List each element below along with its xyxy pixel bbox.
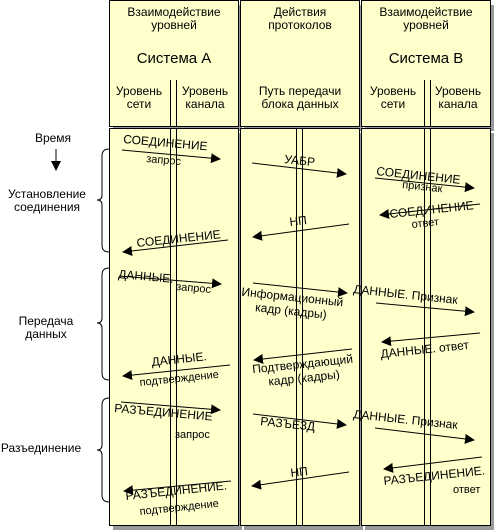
- arrow-a3: [118, 275, 222, 289]
- text-line: блока данных: [261, 97, 338, 111]
- arrow-b5: [374, 427, 475, 444]
- arrow-b2: [379, 203, 481, 219]
- label-a1-sub: запрос: [146, 153, 182, 168]
- arrow-a1: [121, 149, 221, 164]
- text-line: Уровень: [182, 84, 228, 98]
- label-a3-sub: запрос: [176, 281, 212, 296]
- arrow-m2: [252, 223, 350, 241]
- arrow-a6: [123, 480, 232, 496]
- column-panels: [109, 0, 491, 526]
- label-m1: УАБР: [284, 152, 316, 169]
- message-arrows: [118, 149, 483, 496]
- brace-transfer: [96, 267, 110, 381]
- text-line: канала: [185, 97, 224, 111]
- text-line: соединения: [14, 200, 80, 214]
- arrow-a4: [122, 364, 231, 381]
- arrow-b6: [383, 456, 483, 473]
- arrow-b4: [381, 332, 481, 347]
- left-system-name: Система А: [137, 50, 212, 67]
- arrow-a5: [120, 401, 221, 415]
- system-b-body-panel: [361, 128, 491, 526]
- text-line: Действия: [274, 5, 327, 19]
- text-line: Путь передачи: [259, 84, 341, 98]
- time-label: Время: [35, 131, 71, 145]
- text-line: Передача: [19, 314, 74, 328]
- label-b2-sub: ответ: [411, 216, 440, 231]
- text-line: Взаимодействие: [127, 5, 220, 19]
- text-line: канала: [438, 97, 477, 111]
- label-m5: РАЗЪЕЗД: [260, 414, 316, 434]
- arrow-m6: [251, 471, 350, 490]
- text-line: уровней: [151, 18, 197, 32]
- arrow-m3: [252, 282, 348, 298]
- arrow-m1: [251, 162, 347, 178]
- arrow-b1: [374, 177, 475, 193]
- system-a-body-panel: [109, 128, 239, 526]
- label-b6-sub: ответ: [453, 484, 480, 496]
- text-line: уровней: [403, 18, 449, 32]
- phase-release-label: Разъединение: [1, 441, 82, 455]
- text-line: Уровень: [370, 84, 416, 98]
- arrow-m5: [252, 413, 347, 429]
- text-line: Взаимодействие: [379, 5, 472, 19]
- text-line: Уровень: [116, 84, 162, 98]
- protocol-body-panel: [240, 128, 360, 526]
- label-a4-main: ДАННЫЕ.: [151, 349, 208, 369]
- sublayer-dividers: [170, 80, 431, 525]
- arrow-b3: [375, 302, 475, 317]
- system-b-header-panel: [361, 0, 491, 127]
- arrow-m4: [253, 348, 353, 364]
- arrow-a2: [122, 239, 229, 256]
- system-a-header-panel: [109, 0, 239, 127]
- text-line: Установление: [8, 187, 86, 201]
- right-system-name: Система B: [389, 50, 464, 67]
- text-line: данных: [25, 327, 67, 341]
- text-line: сети: [127, 97, 151, 111]
- label-a3-main: ДАННЫЕ.: [118, 267, 174, 286]
- text-line: Уровень: [435, 84, 481, 98]
- text-line: протоколов: [268, 18, 332, 32]
- label-m2: НП: [289, 213, 308, 229]
- text-line: сети: [381, 97, 405, 111]
- brace-establish: [96, 148, 110, 253]
- label-a5-sub: запрос: [175, 429, 210, 441]
- label-m6: НП: [290, 464, 309, 480]
- protocol-header-panel: [240, 0, 360, 127]
- label-b1-sub: признак: [402, 179, 443, 195]
- brace-release: [96, 397, 110, 503]
